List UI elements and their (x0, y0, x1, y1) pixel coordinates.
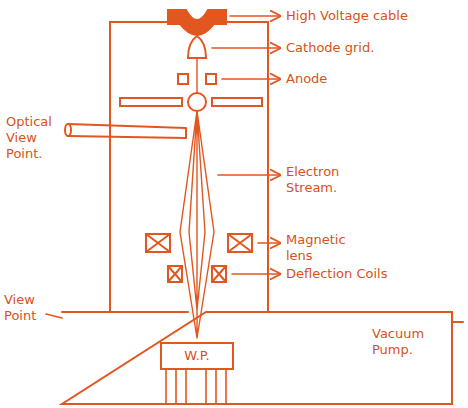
part-label: Magnetic lens (286, 232, 368, 264)
aperture-plate (120, 98, 182, 106)
work-table (166, 370, 226, 404)
part-label: Optical View Point. (6, 114, 62, 162)
part-label: View Point (4, 292, 54, 324)
magnetic-lens (146, 234, 252, 252)
electron-stream (180, 58, 214, 338)
cathode (188, 36, 206, 58)
leader-arrow (212, 47, 280, 49)
leader-line (46, 314, 62, 318)
aperture-plate (212, 98, 262, 106)
part-label: Cathode grid. (286, 40, 456, 56)
part-label: High Voltage cable (286, 8, 456, 24)
deflection-coils (168, 266, 226, 282)
node-text: W.P. (184, 348, 209, 364)
aperture (188, 93, 206, 111)
optical-tube (68, 124, 186, 138)
part-label: Deflection Coils (286, 266, 456, 282)
anode-plate (206, 74, 216, 84)
leader-arrow (218, 174, 280, 176)
leader-arrow (222, 78, 280, 80)
leader-arrow (230, 15, 280, 17)
leader-arrow (258, 242, 280, 244)
part-label: Anode (286, 71, 456, 87)
part-label: Vacuum Pump. (372, 326, 448, 358)
work-chamber (62, 312, 452, 404)
pump-port (452, 321, 463, 323)
part-label: Electron Stream. (286, 164, 378, 196)
optical-tube-end (65, 124, 71, 136)
cable-cap (168, 10, 226, 35)
workpiece-box: W.P. (160, 342, 234, 370)
anode-plate (178, 74, 188, 84)
leader-arrow (232, 273, 280, 275)
